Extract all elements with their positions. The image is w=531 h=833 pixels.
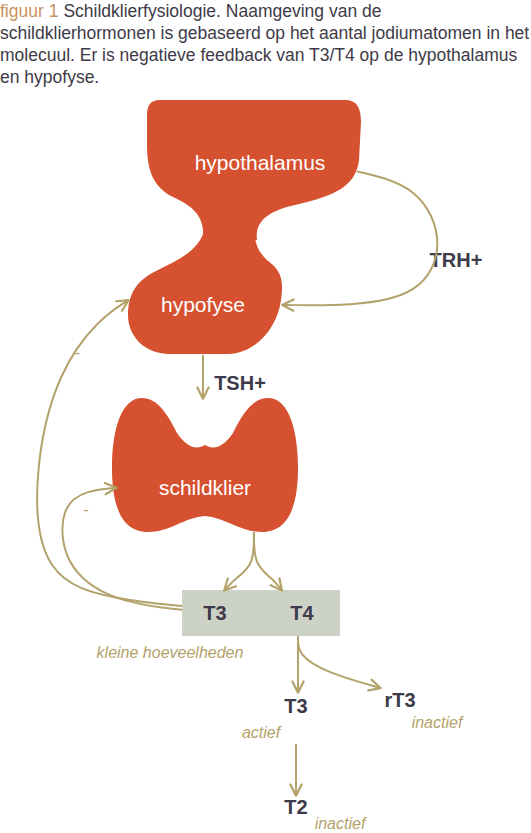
- caption-text: Schildklierfysiologie. Naamgeving van de…: [0, 1, 529, 87]
- conversion-arrow: [297, 636, 298, 692]
- connector-line: [225, 532, 254, 590]
- secretion-arrow: [225, 532, 282, 590]
- organ-outline: [128, 225, 283, 355]
- stimulation-arrow: [283, 171, 437, 305]
- connector-line: [295, 744, 297, 795]
- hypofyse-shape: hypofyse: [128, 225, 283, 355]
- connector-line: [37, 300, 182, 606]
- connector-line: [298, 636, 380, 688]
- organ-outline: [128, 225, 282, 354]
- edge-label: TRH+: [430, 249, 483, 272]
- hormone-name: T2: [284, 796, 307, 819]
- edge-label: -: [74, 343, 80, 363]
- hormone-name: T4: [290, 602, 313, 625]
- conversion-arrow: [296, 744, 297, 795]
- activity-note: inactief: [412, 714, 463, 732]
- organ-outline: [112, 398, 298, 532]
- hormone-name: T3: [284, 695, 307, 718]
- connector-line: [283, 171, 437, 305]
- feedback-arrow: [37, 300, 182, 606]
- stimulation-arrow: [202, 355, 203, 398]
- organ-name: hypothalamus: [195, 151, 326, 175]
- feedback-arrow: [62, 488, 182, 610]
- figure-caption: figuur 1Schildklierfysiologie. Naamgevin…: [0, 0, 531, 88]
- hormone-node: T3actief: [240, 692, 320, 744]
- hormone-node: rT3 inactief: [380, 688, 470, 732]
- activity-note: actief: [242, 724, 280, 742]
- organ-outline: [147, 100, 361, 240]
- amount-note: kleine hoeveelheden: [97, 644, 244, 662]
- conversion-arrow: [298, 636, 380, 688]
- figure-number: figuur 1: [0, 1, 58, 21]
- activity-note: inactief: [315, 815, 366, 833]
- organ-name: schildklier: [159, 476, 251, 500]
- connector-line: [202, 355, 204, 398]
- hormone-name: T3: [203, 602, 226, 625]
- hormone-node: T2 inactief: [276, 795, 376, 831]
- connector-line: [62, 488, 182, 610]
- organ-outline: [112, 398, 298, 532]
- hormone-name: rT3: [384, 689, 415, 712]
- organ-name: hypofyse: [161, 293, 245, 317]
- hypothalamus-shape: hypothalamus: [145, 100, 375, 240]
- edge-label: -: [83, 500, 89, 520]
- hormone-band: T3 T4: [182, 590, 340, 636]
- edge-label: TSH+: [214, 372, 266, 395]
- connector-line: [297, 636, 299, 692]
- connector-line: [254, 532, 282, 590]
- thyroid-shape: schildklier: [112, 398, 298, 532]
